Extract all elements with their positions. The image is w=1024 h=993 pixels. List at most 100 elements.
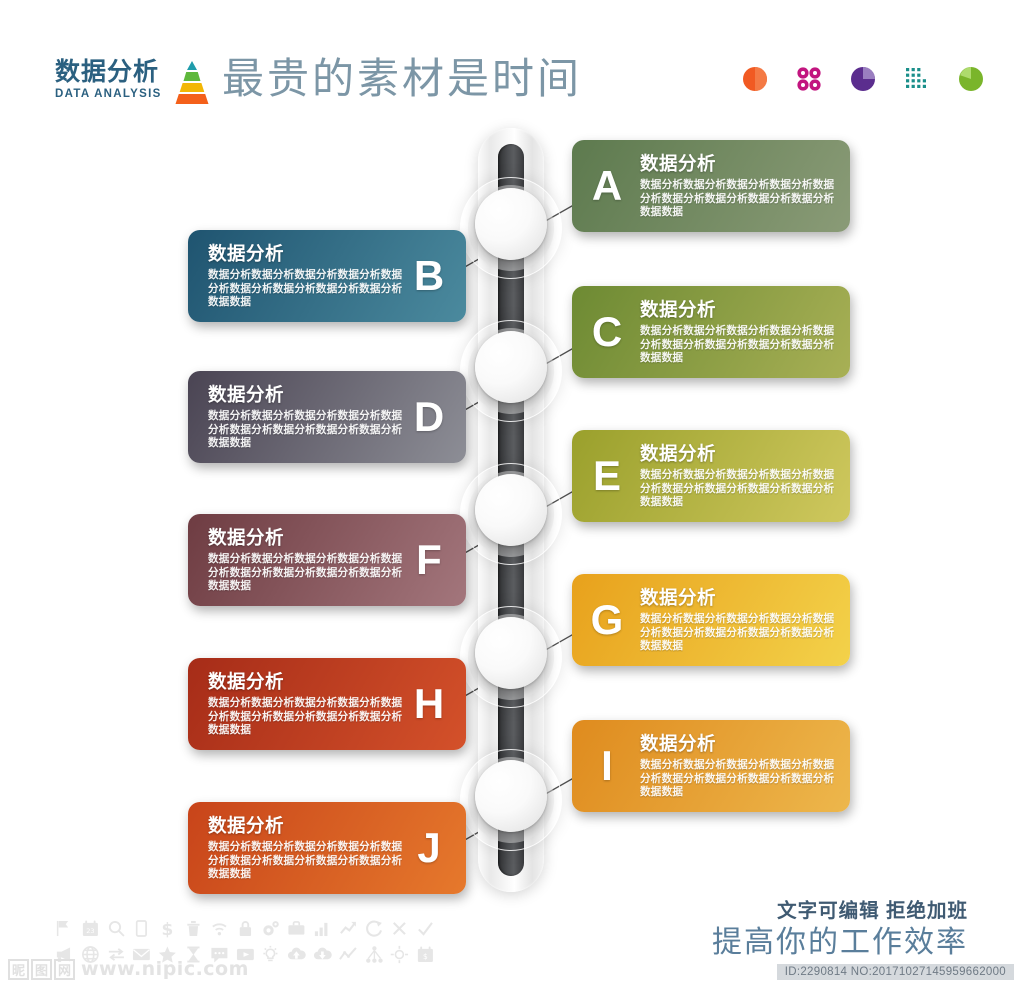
- cost-calendar-icon: $: [418, 946, 434, 962]
- pie-chart-icon: [851, 67, 875, 91]
- brand-title-cn: 数据分析: [55, 58, 160, 86]
- track-node-2[interactable]: [460, 320, 562, 422]
- card-text-f: 数据分析数据分析数据分析数据分析数据分析数据分析数据分析数据分析数据分析数据分析…: [208, 526, 408, 594]
- card-title-i: 数据分析: [640, 733, 717, 754]
- split-circle-icon: [743, 67, 767, 91]
- bottom-tagline: 文字可编辑 拒绝加班 提高你的工作效率: [712, 898, 968, 962]
- card-text-g: 数据分析数据分析数据分析数据分析数据分析数据分析数据分析数据分析数据分析数据分析…: [640, 586, 840, 654]
- card-c[interactable]: C 数据分析数据分析数据分析数据分析数据分析数据分析数据分析数据分析数据分析数据分…: [572, 286, 850, 378]
- dot-grid-icon: [906, 68, 926, 88]
- card-text-e: 数据分析数据分析数据分析数据分析数据分析数据分析数据分析数据分析数据分析数据分析…: [640, 442, 840, 510]
- card-text-c: 数据分析数据分析数据分析数据分析数据分析数据分析数据分析数据分析数据分析数据分析…: [640, 298, 840, 366]
- trash-icon: [187, 920, 200, 936]
- brand-title-en: DATA ANALYSIS: [55, 88, 162, 100]
- brand-logo: 数据分析 DATA ANALYSIS: [55, 58, 162, 101]
- card-text-a: 数据分析数据分析数据分析数据分析数据分析数据分析数据分析数据分析数据分析数据分析…: [640, 152, 840, 220]
- watermark: 昵 图 网 www.nipic.com: [8, 958, 249, 980]
- card-i[interactable]: I 数据分析数据分析数据分析数据分析数据分析数据分析数据分析数据分析数据分析数据分…: [572, 720, 850, 812]
- briefcase-icon: [288, 920, 305, 935]
- search-icon: [108, 920, 125, 937]
- icon-row-1: 23 $: [55, 915, 435, 941]
- flag-icon: [56, 920, 69, 936]
- card-letter-d: D: [413, 393, 445, 440]
- card-body-d: 数据分析数据分析数据分析数据分析数据分析数据分析数据分析数据分析数据分析数据数据: [208, 410, 403, 449]
- mail-icon: [133, 948, 151, 960]
- cloud-download-icon: [313, 947, 332, 959]
- card-body-j: 数据分析数据分析数据分析数据分析数据分析数据分析数据分析数据分析数据分析数据数据: [208, 841, 403, 880]
- line-chart-icon: [338, 946, 357, 960]
- target-icon: [391, 945, 409, 963]
- node-disc: [475, 188, 547, 260]
- card-body-f: 数据分析数据分析数据分析数据分析数据分析数据分析数据分析数据分析数据分析数据数据: [208, 553, 403, 592]
- pie-slice-icon: [959, 67, 983, 91]
- card-title-j: 数据分析: [208, 815, 285, 836]
- node-disc: [475, 331, 547, 403]
- video-icon: [236, 948, 254, 960]
- track-node-3[interactable]: [460, 463, 562, 565]
- card-body-b: 数据分析数据分析数据分析数据分析数据分析数据分析数据分析数据分析数据分析数据数据: [208, 269, 403, 308]
- lock-icon: [239, 920, 251, 936]
- node-outer-ring: [460, 606, 562, 708]
- card-text-d: 数据分析数据分析数据分析数据分析数据分析数据分析数据分析数据分析数据分析数据分析…: [208, 383, 408, 451]
- sitemap-icon: [365, 945, 383, 963]
- cloud-upload-icon: [288, 947, 306, 959]
- close-icon: [393, 921, 407, 935]
- node-outer-ring: [460, 749, 562, 851]
- transfer-icon: [108, 947, 124, 961]
- tagline-big: 提高你的工作效率: [712, 925, 968, 960]
- globe-icon: [81, 945, 99, 963]
- node-outer-ring: [460, 320, 562, 422]
- card-a[interactable]: A 数据分析数据分析数据分析数据分析数据分析数据分析数据分析数据分析数据分析数据分…: [572, 140, 850, 232]
- card-title-f: 数据分析: [208, 527, 285, 548]
- wifi-icon: [212, 922, 227, 935]
- card-title-a: 数据分析: [640, 153, 717, 174]
- card-text-h: 数据分析数据分析数据分析数据分析数据分析数据分析数据分析数据分析数据分析数据分析…: [208, 670, 408, 738]
- card-letter-f: F: [416, 536, 442, 583]
- card-letter-j: J: [417, 824, 441, 871]
- header-decorative-icons: [742, 66, 984, 92]
- node-disc: [475, 474, 547, 546]
- track-node-1[interactable]: [460, 177, 562, 279]
- card-letter-h: H: [413, 680, 445, 727]
- card-letter-b: B: [413, 252, 445, 299]
- page-headline: 最贵的素材是时间: [222, 54, 583, 103]
- card-letter-c: C: [591, 308, 623, 355]
- card-letter-a: A: [591, 162, 623, 209]
- card-body-i: 数据分析数据分析数据分析数据分析数据分析数据分析数据分析数据分析数据分析数据数据: [640, 759, 835, 798]
- track-node-4[interactable]: [460, 606, 562, 708]
- check-icon: [418, 921, 433, 936]
- dollar-icon: $: [162, 919, 174, 938]
- card-body-c: 数据分析数据分析数据分析数据分析数据分析数据分析数据分析数据分析数据分析数据数据: [640, 325, 835, 364]
- node-disc: [475, 617, 547, 689]
- phone-icon: [136, 919, 148, 937]
- card-j[interactable]: J 数据分析数据分析数据分析数据分析数据分析数据分析数据分析数据分析数据分析数据分…: [188, 802, 466, 894]
- hourglass-icon: [187, 946, 200, 962]
- track-node-5[interactable]: [460, 749, 562, 851]
- lightbulb-icon: [263, 945, 278, 961]
- card-title-c: 数据分析: [640, 299, 717, 320]
- calendar-icon: 23: [82, 920, 98, 936]
- id-stamp: ID:2290814 NO:20171027145959662000: [776, 964, 1014, 980]
- card-title-d: 数据分析: [208, 384, 285, 405]
- page-header: 数据分析 DATA ANALYSIS 最贵的素材是时间: [0, 0, 1024, 120]
- four-circles-icon: [797, 67, 821, 91]
- card-title-g: 数据分析: [640, 587, 717, 608]
- watermark-logo: 昵 图 网: [8, 958, 75, 980]
- chat-icon: [211, 947, 228, 962]
- card-body-a: 数据分析数据分析数据分析数据分析数据分析数据分析数据分析数据分析数据分析数据数据: [640, 179, 835, 218]
- watermark-char-0: 昵: [8, 958, 29, 980]
- svg-text:23: 23: [86, 927, 94, 935]
- card-letter-i: I: [601, 742, 613, 789]
- watermark-url: www.nipic.com: [81, 958, 249, 980]
- node-disc: [475, 760, 547, 832]
- node-outer-ring: [460, 177, 562, 279]
- decorative-icon-strip: 23 $: [55, 915, 435, 967]
- card-title-h: 数据分析: [208, 671, 285, 692]
